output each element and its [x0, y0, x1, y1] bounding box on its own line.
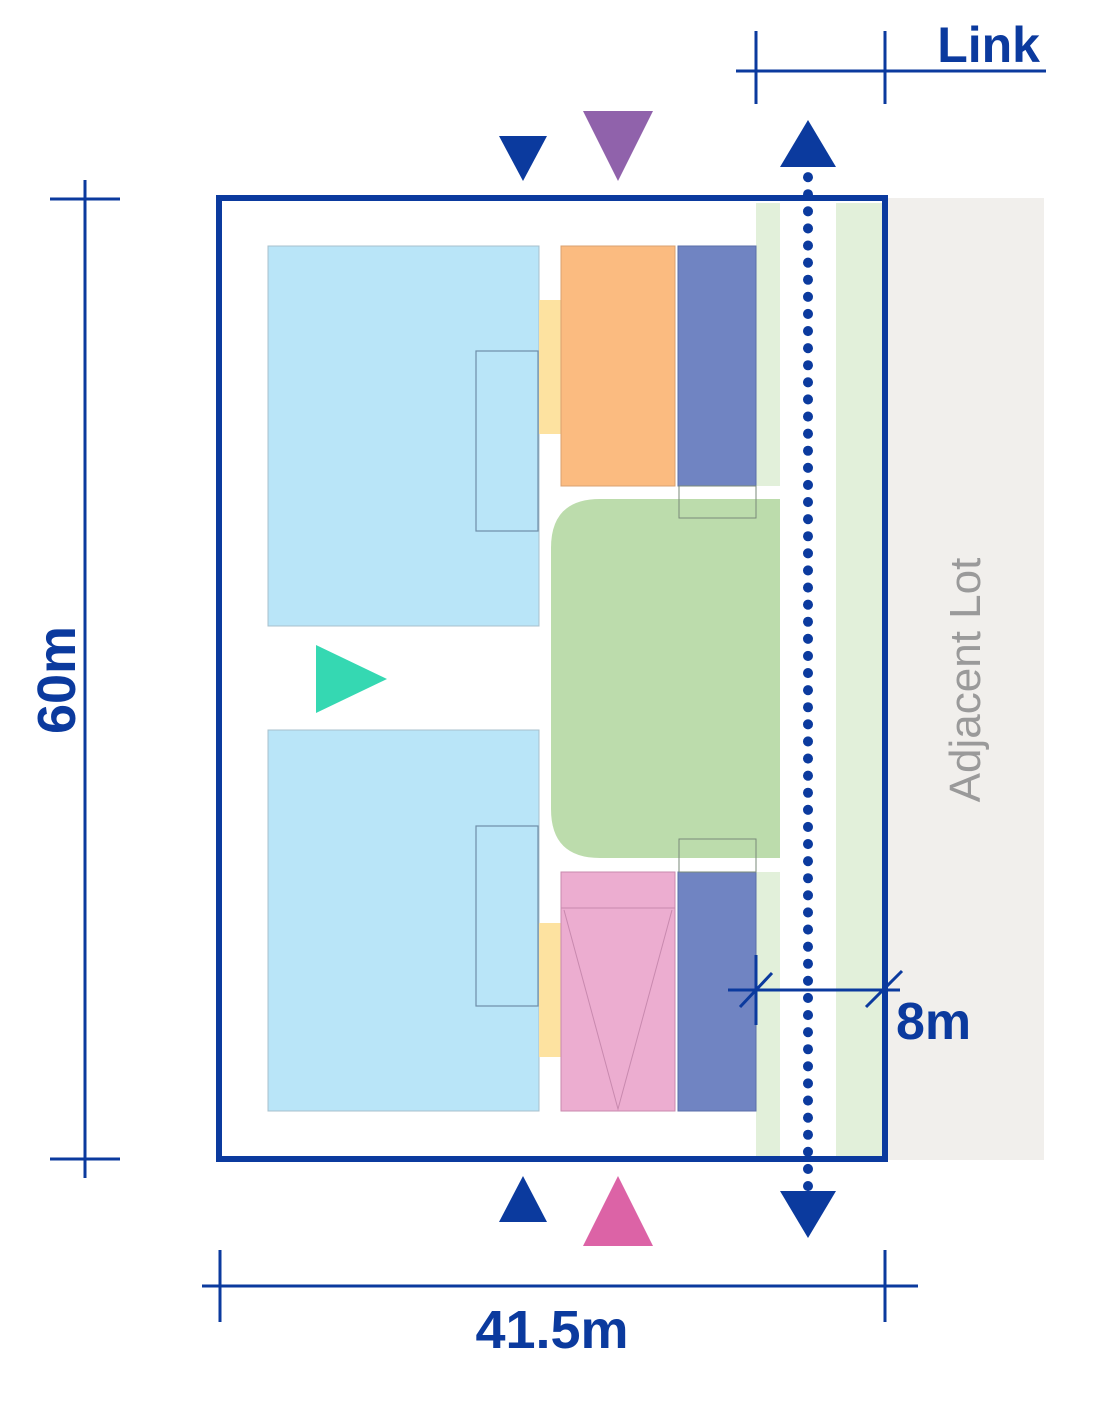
- link-width-label: 8m: [896, 993, 971, 1051]
- link-arrow-up-icon: [780, 120, 836, 167]
- orange-block: [560, 245, 676, 487]
- building-block-bottom: [267, 729, 540, 1112]
- pink-block: [560, 871, 676, 1112]
- connector-yellow-bottom: [539, 923, 561, 1057]
- link-green-strip-left-top: [756, 203, 780, 486]
- width-label: 41.5m: [475, 1300, 628, 1360]
- link-dimension: [736, 31, 1046, 104]
- site-boundary: [216, 195, 888, 1162]
- adjacent-lot-label: Adjacent Lot: [941, 558, 990, 803]
- pink-block-ramp: [563, 909, 673, 1111]
- entry-top-blue-triangle-down-icon: [499, 136, 547, 181]
- link-green-strip-left-bottom: [756, 872, 780, 1156]
- green-central-area: [551, 499, 780, 858]
- building-block-top: [267, 245, 540, 627]
- slate-block-top: [677, 245, 757, 487]
- entry-left-teal-triangle-right-icon: [316, 645, 387, 713]
- outline-box-top: [678, 485, 757, 519]
- outline-box-bottom: [678, 838, 757, 873]
- width-dimension: [202, 1250, 918, 1322]
- link-label: Link: [937, 17, 1040, 73]
- entry-bottom-magenta-triangle-up-icon: [583, 1176, 653, 1246]
- connector-yellow-top: [539, 300, 561, 434]
- building-core-top: [475, 350, 539, 532]
- building-core-bottom: [475, 825, 539, 1007]
- link-width-dimension: [728, 955, 904, 1025]
- entry-bottom-blue-triangle-up-icon: [499, 1176, 547, 1222]
- height-dimension: [50, 180, 120, 1178]
- entry-top-purple-triangle-down-icon: [583, 111, 653, 181]
- link-arrow-down-icon: [780, 1191, 836, 1238]
- adjacent-lot-area: [888, 198, 1044, 1160]
- link-green-strip-right: [836, 203, 882, 1156]
- height-label: 60m: [27, 626, 87, 734]
